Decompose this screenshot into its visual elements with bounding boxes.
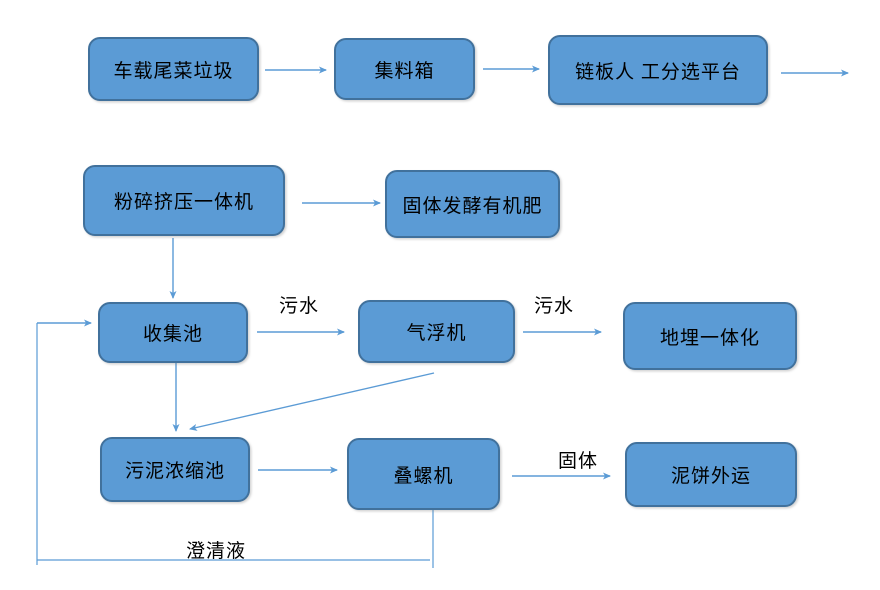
node-sludge-thickening-pool: 污泥浓缩池 bbox=[100, 437, 250, 502]
edge-label-solid: 固体 bbox=[558, 451, 599, 472]
node-buried-integrated: 地埋一体化 bbox=[623, 302, 797, 370]
node-crusher-press: 粉碎挤压一体机 bbox=[83, 165, 285, 236]
node-vehicle-waste: 车载尾菜垃圾 bbox=[88, 37, 259, 101]
node-organic-fertilizer: 固体发酵有机肥 bbox=[385, 170, 560, 238]
node-collection-pool: 收集池 bbox=[98, 302, 248, 363]
edge-label-wastewater-2: 污水 bbox=[534, 296, 575, 317]
node-collection-bin: 集料箱 bbox=[334, 38, 475, 100]
edge-label-clarified-liquid: 澄清液 bbox=[186, 541, 247, 562]
node-sorting-platform: 链板人 工分选平台 bbox=[548, 35, 768, 105]
node-mudcake-transport: 泥饼外运 bbox=[625, 442, 797, 507]
node-screw-press: 叠螺机 bbox=[347, 438, 500, 510]
edge-label-wastewater-1: 污水 bbox=[279, 296, 320, 317]
arrow-flotation-to-sludge bbox=[189, 372, 435, 431]
node-flotation-machine: 气浮机 bbox=[358, 300, 515, 363]
